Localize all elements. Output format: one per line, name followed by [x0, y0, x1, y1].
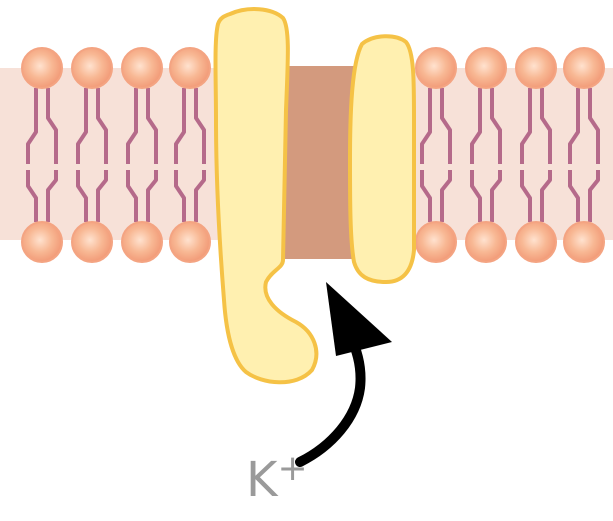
- lipid-head: [170, 222, 210, 262]
- lipid-head: [466, 222, 506, 262]
- lipid-head: [122, 222, 162, 262]
- ion-flow-arrowhead: [326, 282, 392, 356]
- lipid-head: [416, 48, 456, 88]
- lipid-head: [564, 222, 604, 262]
- lipid-head: [72, 48, 112, 88]
- potassium-ion-label: K+: [246, 448, 308, 508]
- lipid-head: [72, 222, 112, 262]
- lipid-head: [564, 48, 604, 88]
- lipid-head: [466, 48, 506, 88]
- lipid-head: [416, 222, 456, 262]
- channel-protein-right-subunit: [350, 36, 414, 282]
- lipid-head: [22, 222, 62, 262]
- lipid-head: [516, 222, 556, 262]
- lipid-head: [516, 48, 556, 88]
- lipid-head: [22, 48, 62, 88]
- lipid-head: [170, 48, 210, 88]
- lipid-head: [122, 48, 162, 88]
